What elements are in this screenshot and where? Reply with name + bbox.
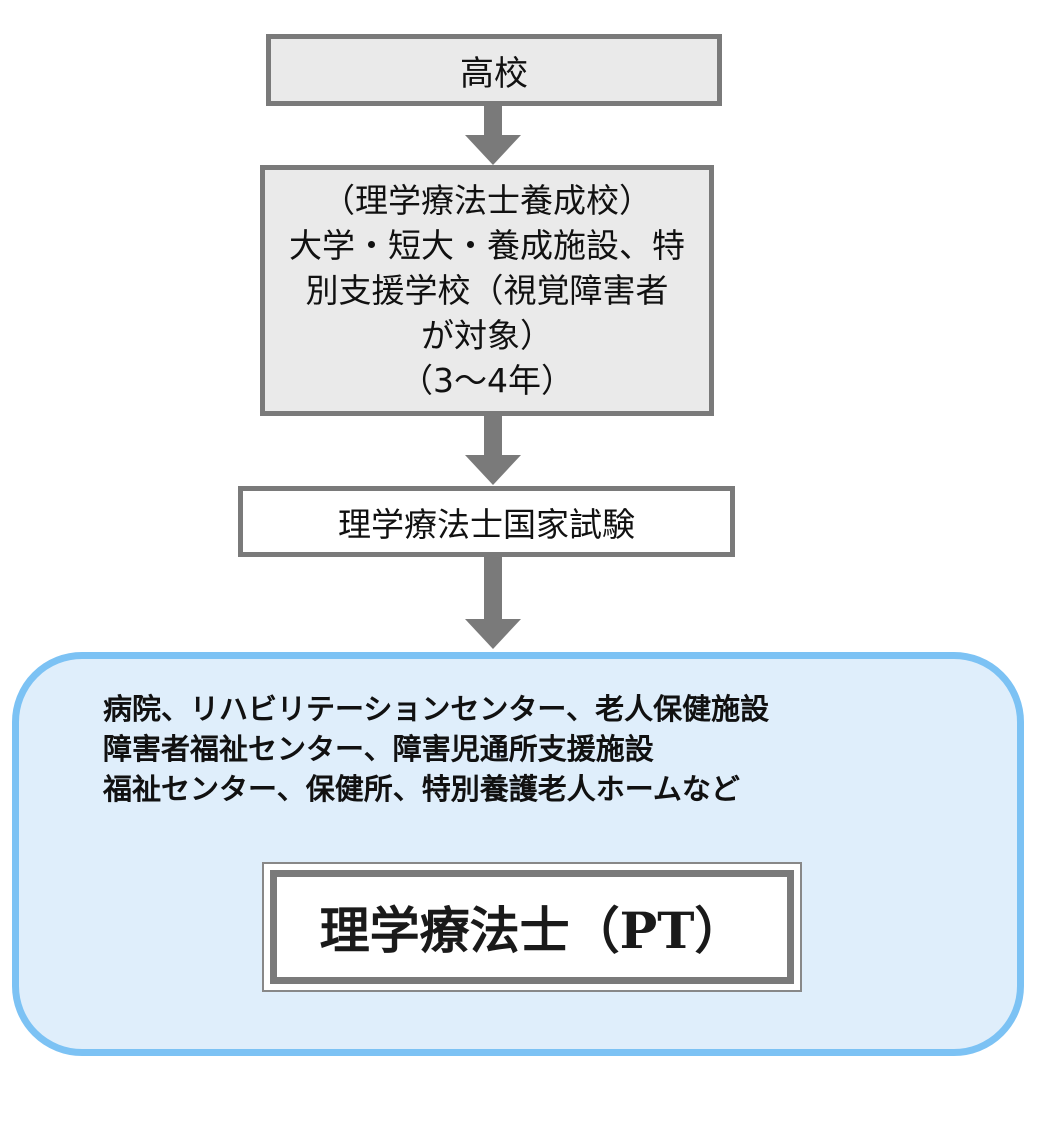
- workplace-line-3: 福祉センター、保健所、特別養護老人ホームなど: [103, 772, 740, 806]
- arrow-3-shaft: [484, 557, 502, 620]
- step-highschool-box: 高校: [266, 34, 722, 106]
- pt-title-box: 理学療法士（PT）: [270, 870, 794, 984]
- school-line-5: （3〜4年）: [400, 361, 574, 400]
- workplace-panel: 病院、リハビリテーションセンター、老人保健施設 障害者福祉センター、障害児通所支…: [12, 652, 1024, 1056]
- arrow-1-head-icon: [465, 135, 521, 165]
- step-exam-label: 理学療法士国家試験: [338, 504, 635, 544]
- workplace-list: 病院、リハビリテーションセンター、老人保健施設 障害者福祉センター、障害児通所支…: [103, 689, 769, 809]
- pt-title: 理学療法士（PT）: [319, 901, 745, 960]
- workplace-line-1: 病院、リハビリテーションセンター、老人保健施設: [103, 692, 770, 726]
- school-line-3: 別支援学校（視覚障害者: [305, 271, 669, 310]
- arrow-3-head-icon: [465, 619, 521, 649]
- school-line-1: （理学療法士養成校）: [322, 181, 652, 220]
- step-highschool-label: 高校: [460, 53, 528, 94]
- arrow-1-shaft: [484, 106, 502, 136]
- step-training-school-box: （理学療法士養成校） 大学・短大・養成施設、特 別支援学校（視覚障害者 が対象）…: [260, 165, 714, 416]
- workplace-line-2: 障害者福祉センター、障害児通所支援施設: [103, 732, 654, 766]
- arrow-2-head-icon: [465, 455, 521, 485]
- step-national-exam-box: 理学療法士国家試験: [238, 486, 735, 557]
- arrow-2-shaft: [484, 416, 502, 456]
- school-line-4: が対象）: [421, 316, 553, 355]
- pt-title-frame: 理学療法士（PT）: [262, 862, 802, 992]
- school-line-2: 大学・短大・養成施設、特: [289, 226, 685, 265]
